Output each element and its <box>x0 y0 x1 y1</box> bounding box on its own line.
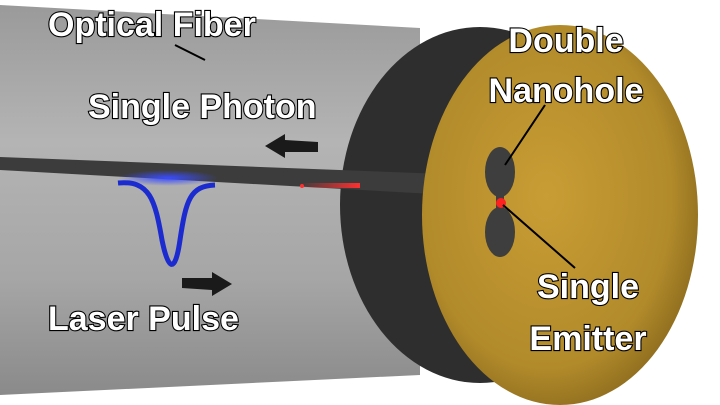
laser-spot <box>300 184 304 188</box>
label-double-nanohole-2: Nanohole <box>489 72 644 110</box>
laser-pulse-wave <box>117 180 216 267</box>
label-laser-pulse: Laser Pulse <box>48 300 239 338</box>
nanohole-pointer <box>504 104 546 166</box>
gold-film-disk <box>422 25 698 405</box>
optical-fiber-pointer <box>174 44 206 61</box>
label-double-nanohole-1: Double <box>508 22 623 60</box>
label-single-emitter-2: Emitter <box>529 320 646 358</box>
label-single-photon: Single Photon <box>88 88 317 126</box>
optical-fiber-body <box>0 5 420 395</box>
pulse-direction-arrow <box>182 272 232 296</box>
photon-direction-arrow <box>265 134 318 158</box>
single-photon-glow <box>118 170 218 186</box>
label-single-emitter-1: Single <box>537 268 639 306</box>
emitter-pointer <box>502 204 576 269</box>
laser-glow <box>300 183 360 188</box>
label-optical-fiber: Optical Fiber <box>48 6 256 44</box>
